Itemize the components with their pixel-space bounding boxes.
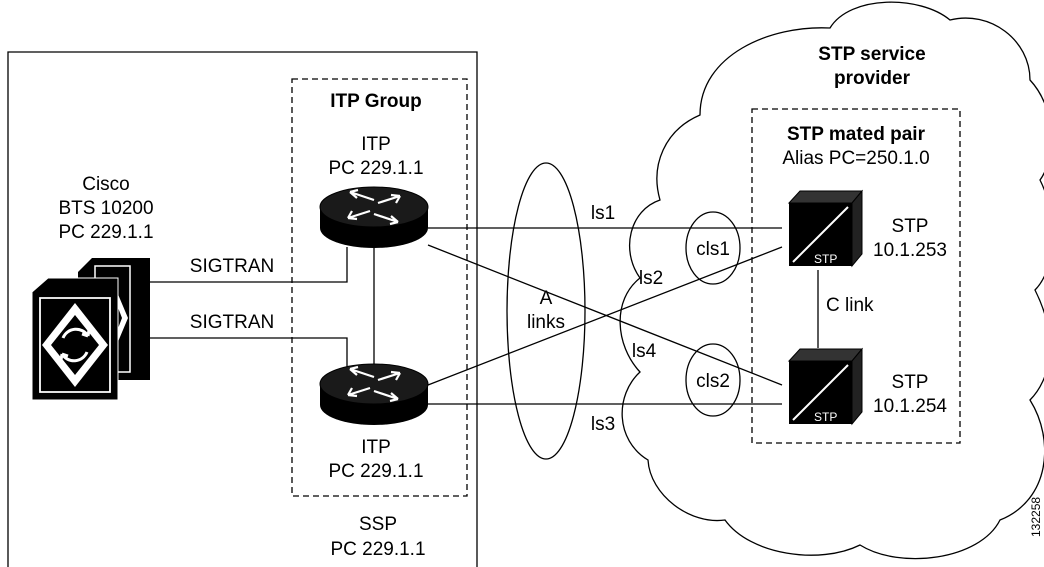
figure-id: 132258 — [1029, 497, 1043, 537]
itp-top-pc: PC 229.1.1 — [328, 158, 423, 179]
c-link-label: C link — [826, 295, 874, 316]
ls1-label: ls1 — [591, 203, 615, 224]
cls1-ellipse — [685, 211, 741, 285]
cloud-label-line1: STP service — [818, 44, 925, 65]
bts-label-line3: PC 229.1.1 — [58, 222, 153, 243]
ssp-label-line2: PC 229.1.1 — [330, 539, 425, 560]
bts-label-line2: BTS 10200 — [58, 198, 153, 219]
itp-router-bottom-icon — [319, 363, 429, 425]
stp-provider-cloud — [619, 1, 1044, 560]
cloud-label-line2: provider — [834, 68, 911, 89]
mated-pair-title: STP mated pair — [787, 124, 926, 145]
itp-top-name: ITP — [361, 134, 391, 155]
cls2-label: cls2 — [696, 371, 730, 392]
link-lines — [147, 227, 819, 405]
stp-top-pc: 10.1.253 — [873, 240, 947, 261]
stp-bottom-icon-text: STP — [814, 410, 837, 424]
itp-bottom-name: ITP — [361, 437, 391, 458]
stp-switch-top-icon: STP — [787, 189, 864, 268]
bts-label-line1: Cisco — [82, 174, 130, 195]
a-links-label-line2: links — [527, 312, 565, 333]
sigtran-label-bottom: SIGTRAN — [190, 312, 274, 333]
itp-router-top-icon — [319, 186, 429, 248]
stp-top-name: STP — [892, 216, 929, 237]
cls2-ellipse — [685, 343, 741, 417]
ls3-label: ls3 — [591, 414, 615, 435]
itp-group-box — [291, 78, 468, 497]
stp-mated-pair-box — [751, 108, 961, 444]
sigtran-line-top — [147, 247, 348, 283]
stp-bottom-pc: 10.1.254 — [873, 396, 947, 417]
stp-switch-bottom-icon: STP — [787, 347, 864, 426]
ls2-line — [427, 246, 783, 386]
bts-server-icon — [31, 258, 150, 401]
stp-top-icon-text: STP — [814, 252, 837, 266]
sigtran-label-top: SIGTRAN — [190, 256, 274, 277]
sigtran-line-bottom — [147, 337, 348, 372]
a-links-ellipse — [506, 162, 586, 460]
ls4-label: ls4 — [632, 341, 657, 362]
ls2-label: ls2 — [639, 268, 663, 289]
a-links-label-line1: A — [540, 288, 553, 309]
ls4-line — [427, 244, 783, 386]
ssp-box — [7, 51, 478, 567]
itp-bottom-pc: PC 229.1.1 — [328, 461, 423, 482]
mated-pair-alias: Alias PC=250.1.0 — [782, 148, 929, 169]
cls1-label: cls1 — [696, 239, 730, 260]
itp-group-title: ITP Group — [330, 91, 421, 112]
stp-bottom-name: STP — [892, 372, 929, 393]
ssp-label-line1: SSP — [359, 514, 397, 535]
